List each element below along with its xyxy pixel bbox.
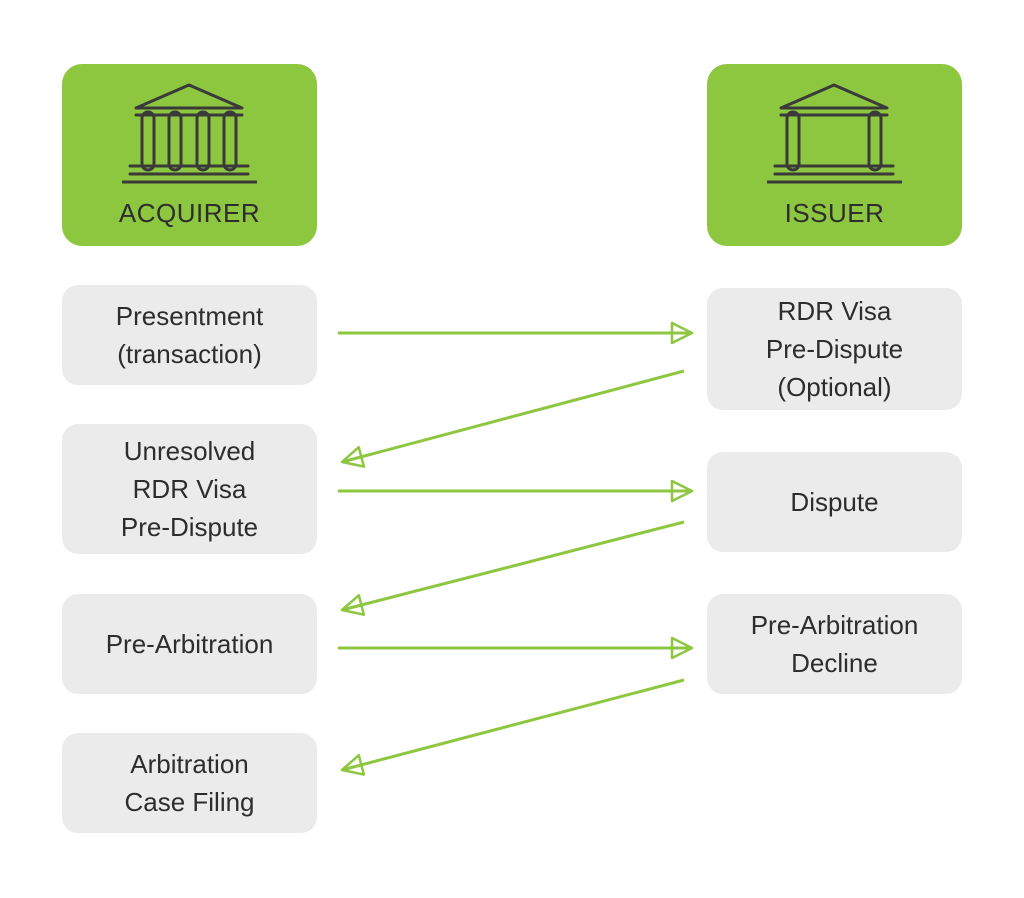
flow-arrow xyxy=(340,369,685,468)
step-label: Dispute xyxy=(790,487,879,517)
acquirer-step-arbitration-case-filing: Arbitration Case Filing xyxy=(62,733,317,833)
acquirer-label: ACQUIRER xyxy=(118,198,261,228)
issuer-header: ISSUER xyxy=(707,64,962,246)
issuer-step-pre-arbitration-decline: Pre-Arbitration Decline xyxy=(707,594,962,694)
issuer-step-dispute: Dispute xyxy=(707,452,962,552)
step-label: Arbitration Case Filing xyxy=(124,749,255,817)
bank-icon xyxy=(122,83,257,184)
step-label: Pre-Arbitration Decline xyxy=(750,610,919,678)
issuer-step-pre-dispute: RDR Visa Pre-Dispute (Optional) xyxy=(707,288,962,410)
flow-arrow xyxy=(340,678,685,776)
flow-arrow xyxy=(340,520,685,616)
bank-icon xyxy=(767,83,902,184)
step-label: Unresolved RDR Visa Pre-Dispute xyxy=(120,436,259,542)
acquirer-step-unresolved-pre-dispute: Unresolved RDR Visa Pre-Dispute xyxy=(62,424,317,554)
step-label: Pre-Arbitration xyxy=(105,629,274,659)
step-label: RDR Visa Pre-Dispute (Optional) xyxy=(765,296,904,402)
acquirer-step-presentment: Presentment (transaction) xyxy=(62,285,317,385)
issuer-label: ISSUER xyxy=(784,198,885,228)
acquirer-step-pre-arbitration: Pre-Arbitration xyxy=(62,594,317,694)
step-label: Presentment (transaction) xyxy=(115,301,264,369)
acquirer-header: ACQUIRER xyxy=(62,64,317,246)
